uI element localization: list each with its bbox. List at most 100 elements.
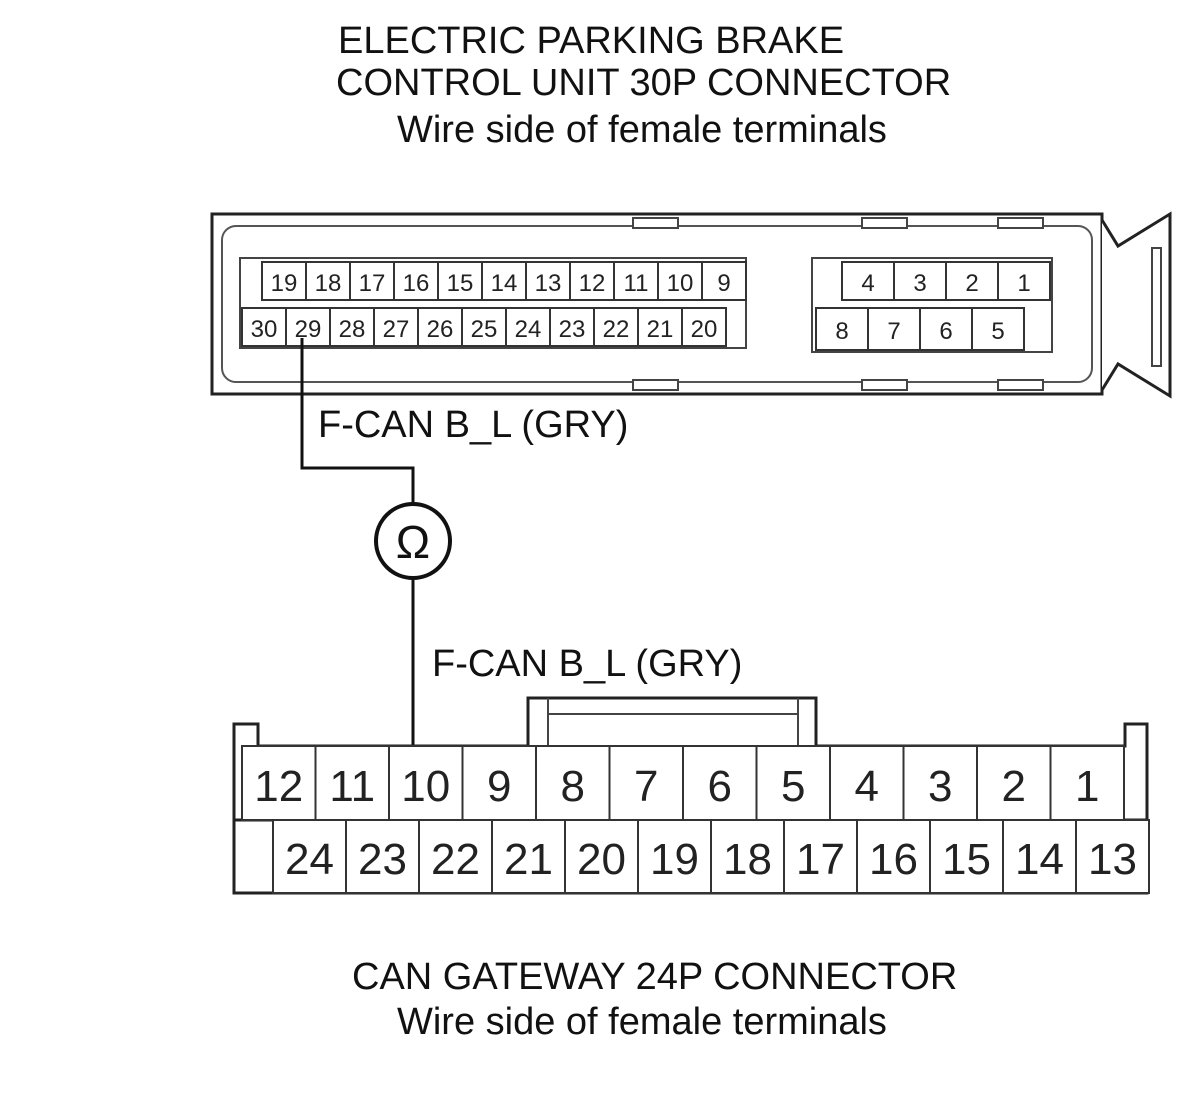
gateway-connector-title: CAN GATEWAY 24P CONNECTOR [352,956,958,998]
epb-terminal-label: 6 [939,318,952,345]
epb-terminal-10: 10 [657,261,703,301]
probe-wiring [300,338,415,746]
gateway-terminal-8: 8 [535,745,611,821]
gateway-terminal-label: 11 [329,762,375,811]
gateway-terminal-label: 15 [942,835,991,884]
gateway-terminal-15: 15 [929,819,1004,894]
epb-terminal-12: 12 [569,261,615,301]
wire-label-top: F-CAN B_L (GRY) [318,404,628,446]
epb-connector-title-line1: ELECTRIC PARKING BRAKE [338,20,845,62]
epb-terminal-label: 20 [691,316,718,343]
gateway-terminal-21: 21 [491,819,566,894]
gateway-terminal-13: 13 [1075,819,1150,894]
epb-terminal-19: 19 [261,261,307,301]
gateway-terminal-2: 2 [976,745,1052,821]
gateway-terminal-19: 19 [637,819,712,894]
epb-terminal-label: 7 [887,318,900,345]
gateway-terminal-label: 1 [1075,762,1099,811]
epb-terminal-28: 28 [329,307,375,347]
epb-connector-subtitle: Wire side of female terminals [397,109,887,151]
gateway-terminal-label: 20 [577,835,626,884]
epb-terminal-label: 19 [271,270,298,297]
gateway-terminal-label: 8 [561,762,585,811]
epb-terminal-13: 13 [525,261,571,301]
epb-terminal-label: 2 [965,270,978,297]
epb-terminal-17: 17 [349,261,395,301]
gateway-terminal-10: 10 [388,745,464,821]
gateway-terminal-label: 17 [796,835,845,884]
gateway-terminal-4: 4 [829,745,905,821]
epb-terminal-7: 7 [867,307,921,351]
gateway-terminal-label: 3 [928,762,952,811]
gateway-terminal-label: 12 [254,762,303,811]
gateway-terminal-label: 7 [634,762,658,811]
gateway-terminal-9: 9 [461,745,537,821]
epb-terminal-6: 6 [919,307,973,351]
epb-terminal-9: 9 [701,261,747,301]
epb-terminal-label: 13 [535,270,562,297]
epb-terminal-8: 8 [815,307,869,351]
epb-terminal-label: 23 [559,316,586,343]
gateway-terminal-label: 13 [1088,835,1137,884]
epb-terminal-2: 2 [945,261,999,301]
epb-terminal-23: 23 [549,307,595,347]
gateway-terminal-17: 17 [783,819,858,894]
epb-terminal-label: 3 [913,270,926,297]
gateway-terminal-label: 22 [431,835,480,884]
gateway-terminal-label: 10 [401,762,450,811]
gateway-terminal-18: 18 [710,819,785,894]
epb-terminal-label: 28 [339,316,366,343]
gateway-terminal-label: 19 [650,835,699,884]
epb-terminal-label: 9 [717,270,730,297]
gateway-terminal-14: 14 [1002,819,1077,894]
epb-terminal-label: 27 [383,316,410,343]
epb-terminal-15: 15 [437,261,483,301]
gateway-terminal-24: 24 [272,819,347,894]
epb-terminal-25: 25 [461,307,507,347]
gateway-terminal-3: 3 [902,745,978,821]
epb-terminal-11: 11 [613,261,659,301]
gateway-terminal-label: 24 [285,835,334,884]
epb-terminal-label: 5 [991,318,1004,345]
epb-terminal-label: 1 [1017,270,1030,297]
epb-terminal-label: 16 [403,270,430,297]
gateway-terminal-label: 4 [855,762,879,811]
epb-terminal-label: 22 [603,316,630,343]
epb-terminal-27: 27 [373,307,419,347]
gateway-terminal-label: 18 [723,835,772,884]
gateway-terminal-22: 22 [418,819,493,894]
gateway-terminal-23: 23 [345,819,420,894]
epb-connector-housing [210,211,1172,399]
epb-terminal-label: 14 [491,270,518,297]
gateway-terminal-11: 11 [314,745,390,821]
gateway-terminal-label: 21 [504,835,553,884]
gateway-terminal-label: 23 [358,835,407,884]
gateway-terminal-5: 5 [755,745,831,821]
gateway-terminal-1: 1 [1049,745,1125,821]
epb-terminal-label: 24 [515,316,542,343]
epb-terminal-18: 18 [305,261,351,301]
epb-terminal-label: 18 [315,270,342,297]
wire-label-bottom: F-CAN B_L (GRY) [432,643,742,685]
gateway-connector-subtitle: Wire side of female terminals [397,1001,887,1043]
epb-terminal-label: 12 [579,270,606,297]
gateway-terminal-label: 5 [781,762,805,811]
epb-terminal-14: 14 [481,261,527,301]
gateway-terminal-16: 16 [856,819,931,894]
gateway-terminal-7: 7 [608,745,684,821]
epb-terminal-label: 26 [427,316,454,343]
gateway-terminal-label: 2 [1002,762,1026,811]
epb-terminal-5: 5 [971,307,1025,351]
epb-terminal-label: 30 [251,316,278,343]
epb-terminal-label: 21 [647,316,674,343]
ohm-symbol: Ω [396,516,430,568]
epb-terminal-label: 17 [359,270,386,297]
epb-terminal-label: 15 [447,270,474,297]
epb-terminal-21: 21 [637,307,683,347]
epb-terminal-label: 10 [667,270,694,297]
epb-terminal-26: 26 [417,307,463,347]
epb-terminal-4: 4 [841,261,895,301]
epb-terminal-label: 29 [295,316,322,343]
